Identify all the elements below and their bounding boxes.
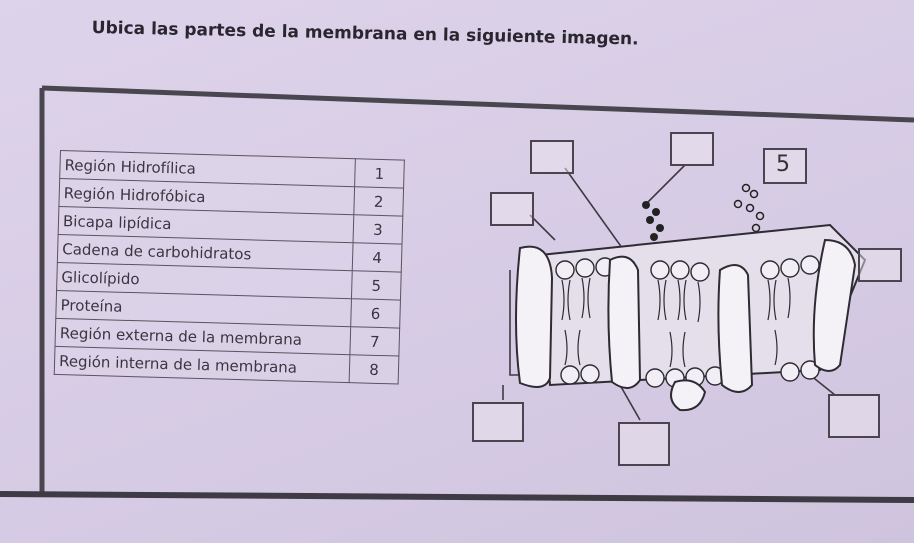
part-number: 4 [352, 242, 403, 273]
part-number: 6 [350, 298, 401, 329]
label-box-5[interactable] [472, 402, 524, 442]
leader-line [619, 384, 641, 421]
label-box-3[interactable] [490, 192, 534, 226]
part-number: 7 [349, 326, 400, 357]
protein-peripheral-left [515, 245, 554, 388]
label-box-1[interactable] [530, 140, 574, 174]
label-box-7[interactable] [828, 394, 880, 438]
part-number: 1 [354, 158, 405, 189]
membrane-diagram: 5 [470, 120, 914, 484]
membrane-proteins [515, 238, 857, 412]
part-number: 3 [353, 214, 403, 245]
label-box-6[interactable] [618, 422, 670, 466]
membrane-illustration [502, 164, 867, 421]
protein-integral [607, 255, 642, 389]
protein-integral [717, 264, 754, 393]
fatty-acid-tails [561, 277, 791, 368]
part-number: 8 [349, 354, 399, 385]
label-box-filled[interactable]: 5 [763, 148, 807, 184]
label-box-2[interactable] [670, 132, 714, 166]
label-box-4[interactable] [858, 248, 902, 282]
part-number: 2 [353, 186, 404, 217]
part-number: 5 [351, 270, 402, 301]
protein-channel [812, 238, 857, 372]
inner-head-row [560, 360, 820, 388]
leader-line [644, 164, 686, 206]
leader-line [529, 214, 556, 241]
protein-peripheral-inner [670, 379, 707, 412]
handwritten-answer: 5 [776, 152, 790, 177]
outer-head-row [555, 255, 820, 282]
